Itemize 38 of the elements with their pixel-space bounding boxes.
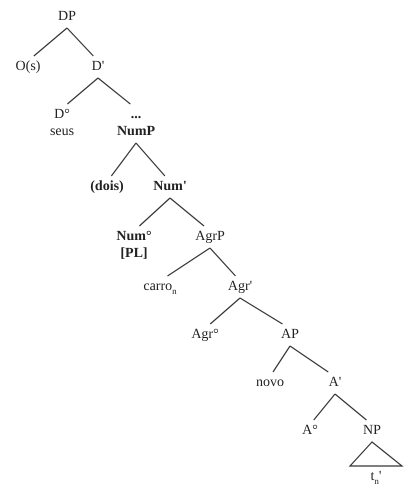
tree-branch xyxy=(334,394,367,420)
node-label: D' xyxy=(92,58,104,75)
tree-branch xyxy=(67,78,98,104)
node-label: ... xyxy=(130,106,142,123)
node-label: O(s) xyxy=(16,58,40,75)
node-label: Num° xyxy=(116,228,152,245)
node-label: Num' xyxy=(153,178,187,195)
node-label: [PL] xyxy=(120,245,148,262)
tree-branch xyxy=(66,28,94,56)
node-label: AP xyxy=(281,326,299,343)
tree-branch xyxy=(240,297,283,325)
node-label: NP xyxy=(363,422,381,439)
node-label: AgrP xyxy=(195,228,225,245)
node-label: DP xyxy=(58,8,76,25)
tree-branch xyxy=(98,78,131,104)
node-label: Agr° xyxy=(191,326,219,343)
node-label: carro$_{n}$ xyxy=(143,278,177,295)
tree-branch xyxy=(170,198,204,226)
node-label: A° xyxy=(302,422,318,439)
node-label: novo xyxy=(256,374,284,391)
tree-branch xyxy=(110,142,136,176)
tree-branch xyxy=(313,394,336,420)
tree-branch xyxy=(136,142,166,176)
node-label: D° xyxy=(54,106,70,123)
tree-branch xyxy=(139,198,170,226)
node-label: NumP xyxy=(116,123,156,140)
tree-branch xyxy=(167,248,210,276)
node-label: Agr' xyxy=(228,278,252,295)
tree-branch xyxy=(210,298,240,324)
node-label: (dois) xyxy=(90,178,124,195)
node-label: seus xyxy=(50,123,74,140)
tree-branch xyxy=(272,346,290,372)
tree-branch xyxy=(33,28,68,56)
triangle-branch xyxy=(348,441,404,467)
tree-branch xyxy=(290,346,329,372)
tree-branch xyxy=(210,248,236,276)
node-label: A' xyxy=(328,374,342,391)
node-label: t$_{n}$' xyxy=(370,468,382,485)
